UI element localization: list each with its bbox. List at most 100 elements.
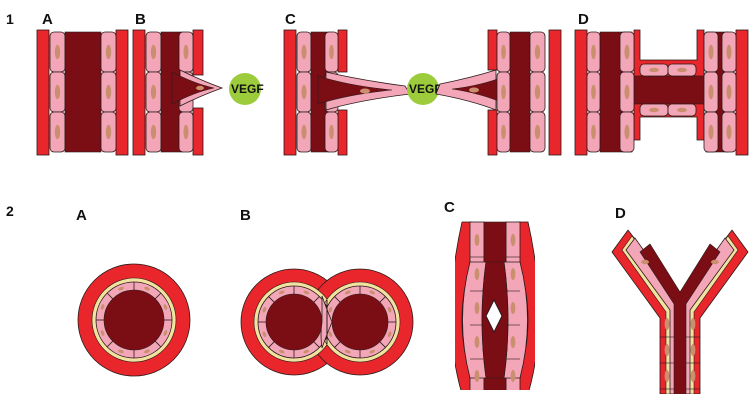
row1-panel-d: D — [575, 11, 748, 155]
endothelial-column-left — [146, 32, 161, 152]
endothelial-column-right — [722, 32, 736, 152]
endothelial-column-right — [101, 32, 116, 152]
nucleus — [151, 45, 156, 59]
nucleus — [501, 45, 506, 59]
nucleus — [677, 108, 687, 112]
nucleus — [106, 85, 111, 99]
nucleus — [106, 45, 111, 59]
endothelial-column-left — [50, 32, 65, 152]
outer-wall-right — [116, 30, 128, 155]
row-2-number: 2 — [6, 203, 14, 219]
nucleus — [591, 45, 596, 59]
row2-panel-d: D — [612, 205, 748, 394]
nucleus — [665, 344, 670, 356]
outer-wall-left-2 — [488, 30, 497, 70]
outer-wall-right-2 — [549, 30, 561, 155]
lumen-left — [266, 294, 322, 350]
nucleus — [475, 234, 480, 246]
nucleus — [591, 125, 596, 139]
endothelial-column-left-2 — [497, 32, 510, 152]
nucleus — [511, 302, 516, 314]
row2-panel-c: C — [444, 199, 539, 394]
row1-panel-a: A — [37, 11, 128, 155]
outer-wall-left — [133, 30, 145, 155]
nucleus — [196, 86, 204, 90]
lumen-2 — [510, 32, 530, 152]
panel-label-2a: A — [76, 207, 87, 224]
nucleus — [151, 85, 156, 99]
nucleus — [711, 260, 719, 264]
outer-wall-left-2-lower — [488, 110, 497, 155]
lumen — [65, 32, 101, 152]
nucleus — [475, 268, 480, 280]
endothelial-column-inner-left — [620, 32, 634, 152]
nucleus — [641, 260, 649, 264]
nucleus — [151, 125, 156, 139]
panel-label-2d: D — [615, 205, 626, 222]
nucleus — [726, 45, 731, 59]
nucleus — [475, 302, 480, 314]
panel-label-1d: D — [578, 11, 589, 28]
nucleus — [301, 85, 306, 99]
nucleus — [624, 85, 629, 99]
endothelial-column-right-2 — [530, 32, 545, 152]
nucleus — [591, 85, 596, 99]
nucleus — [691, 344, 696, 356]
lumen — [104, 290, 164, 350]
row1-panel-b: B VEGF — [133, 11, 264, 155]
endothelial-column-left — [297, 32, 311, 152]
panel-label-1a: A — [42, 11, 53, 28]
nucleus — [475, 336, 480, 348]
panel-label-2b: B — [240, 207, 251, 224]
lumen-right — [332, 294, 388, 350]
outer-wall-right-lower — [193, 108, 203, 155]
nucleus — [183, 45, 188, 59]
nucleus — [360, 89, 370, 94]
nucleus — [183, 125, 188, 139]
nucleus — [535, 85, 540, 99]
nucleus — [665, 318, 670, 330]
panel-label-1b: B — [135, 11, 146, 28]
nucleus — [535, 125, 540, 139]
nucleus — [329, 45, 334, 59]
nucleus — [649, 68, 659, 72]
outer-wall-right — [736, 30, 748, 155]
outer-wall-right — [338, 30, 347, 72]
panel-label-2c: C — [444, 199, 455, 216]
nucleus — [726, 85, 731, 99]
outer-wall-right-lower — [338, 110, 347, 155]
nucleus — [475, 370, 480, 382]
nucleus — [501, 85, 506, 99]
nucleus — [708, 45, 713, 59]
nucleus — [511, 370, 516, 382]
nucleus — [511, 268, 516, 280]
nucleus — [469, 88, 479, 93]
outer-wall-left — [37, 30, 49, 155]
row-1-number: 1 — [6, 11, 14, 27]
nucleus — [301, 45, 306, 59]
nucleus — [726, 125, 731, 139]
nucleus — [708, 85, 713, 99]
nucleus — [511, 234, 516, 246]
nucleus — [329, 125, 334, 139]
nucleus — [624, 45, 629, 59]
nucleus — [691, 318, 696, 330]
outer-wall-left — [284, 30, 296, 155]
outer-wall-right — [193, 30, 203, 75]
nucleus — [665, 370, 670, 382]
nucleus — [55, 125, 60, 139]
nucleus — [624, 125, 629, 139]
nucleus — [708, 125, 713, 139]
row2-panel-b: B — [240, 207, 413, 375]
row2-panel-a: A — [76, 207, 190, 376]
endothelial-column-left — [587, 32, 600, 152]
nucleus — [691, 370, 696, 382]
nucleus — [511, 336, 516, 348]
endothelial-column-inner-right — [704, 32, 718, 152]
nucleus — [301, 125, 306, 139]
lumen — [640, 244, 720, 394]
lumen-bridge — [628, 76, 708, 104]
outer-wall-left — [575, 30, 587, 155]
nucleus — [501, 125, 506, 139]
